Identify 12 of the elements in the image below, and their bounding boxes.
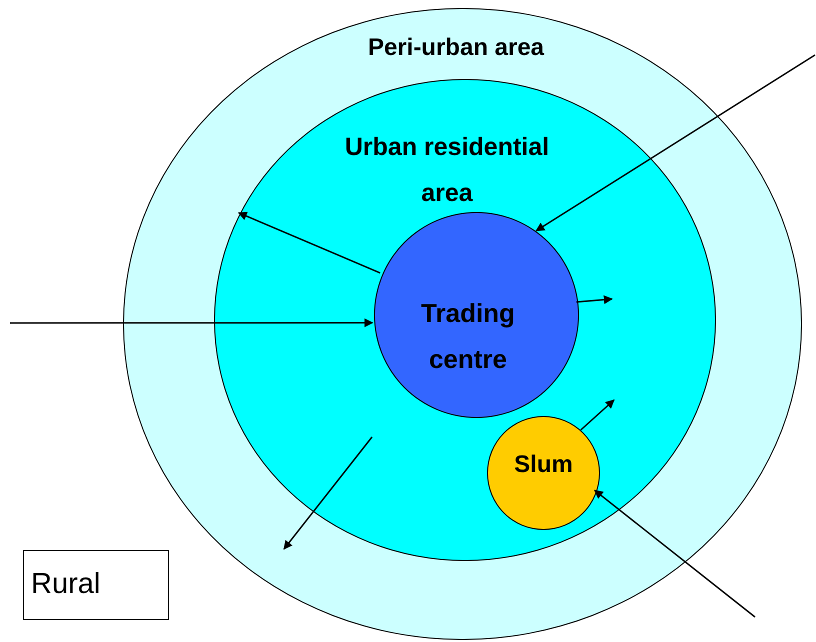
area-label: Trading centre: [420, 297, 516, 376]
area-label: Peri-urban area: [366, 33, 546, 62]
arrow: [594, 490, 756, 618]
area-label: Rural: [31, 567, 102, 602]
area-label: Slum: [513, 450, 574, 479]
arrow: [535, 54, 816, 232]
arrow: [576, 295, 613, 304]
arrow: [580, 399, 615, 431]
arrow: [238, 212, 380, 274]
arrow: [10, 318, 374, 328]
legend-box: [23, 550, 169, 620]
area-label: Urban residential area: [344, 132, 550, 209]
